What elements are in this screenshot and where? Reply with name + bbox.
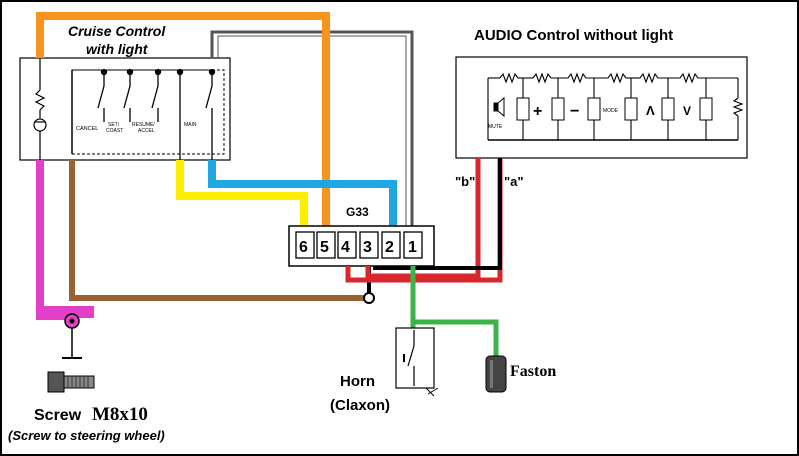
gray-wire-inner — [217, 35, 407, 232]
cancel-label: CANCEL — [76, 126, 98, 132]
pin-4: 4 — [341, 239, 350, 256]
screw-note-label: (Screw to steering wheel) — [8, 428, 165, 443]
wire-b-label: "b" — [455, 174, 475, 189]
set-label: SET/ — [108, 122, 120, 128]
screw-icon — [47, 328, 95, 393]
green-wire — [410, 266, 499, 360]
coast-label: COAST — [106, 128, 123, 134]
speaker-icon — [493, 96, 505, 118]
red-wire-b — [365, 158, 481, 279]
connector-name: G33 — [346, 205, 369, 219]
faston-label: Faston — [510, 363, 556, 380]
cruise-title-line1: Cruise Control — [68, 23, 166, 39]
connector-g33: 6 5 4 3 2 1 — [288, 225, 435, 267]
cruise-title-line2: with light — [86, 41, 149, 57]
minus-label: − — [570, 103, 579, 120]
screw-label: Screw — [34, 407, 82, 424]
down-label: V — [683, 104, 691, 118]
accel-label: ACCEL — [138, 128, 155, 134]
gray-wire — [210, 30, 414, 232]
pin-1: 1 — [408, 239, 417, 256]
resume-label: RESUME/ — [132, 122, 155, 128]
pin-5: 5 — [320, 239, 329, 256]
blue-wire — [208, 160, 397, 232]
wire-a-label: "a" — [504, 174, 524, 189]
yellow-wire — [176, 160, 308, 232]
screw-size-label: M8x10 — [92, 404, 148, 425]
cruise-control-module: CANCEL SET/ COAST RESUME/ ACCEL MAIN — [19, 57, 231, 161]
pin-3: 3 — [363, 239, 372, 256]
horn-label: Horn — [340, 373, 375, 390]
audio-title: AUDIO Control without light — [474, 27, 673, 44]
pin-6: 6 — [299, 239, 308, 256]
magenta-wire — [36, 160, 72, 320]
pin-2: 2 — [385, 239, 394, 256]
faston-icon — [485, 355, 507, 393]
audio-control-module: MUTE + − MODE Λ V — [455, 56, 748, 159]
claxon-label: (Claxon) — [330, 397, 390, 414]
brown-wire — [69, 160, 369, 301]
mode-label: MODE — [603, 108, 619, 114]
orange-wire — [36, 12, 330, 232]
junction-point — [363, 292, 375, 304]
up-label: Λ — [646, 103, 655, 118]
horn-switch — [395, 327, 439, 397]
plus-label: + — [533, 103, 542, 120]
main-label: MAIN — [184, 122, 197, 128]
mute-label: MUTE — [488, 124, 503, 130]
magenta-terminal — [36, 306, 94, 318]
